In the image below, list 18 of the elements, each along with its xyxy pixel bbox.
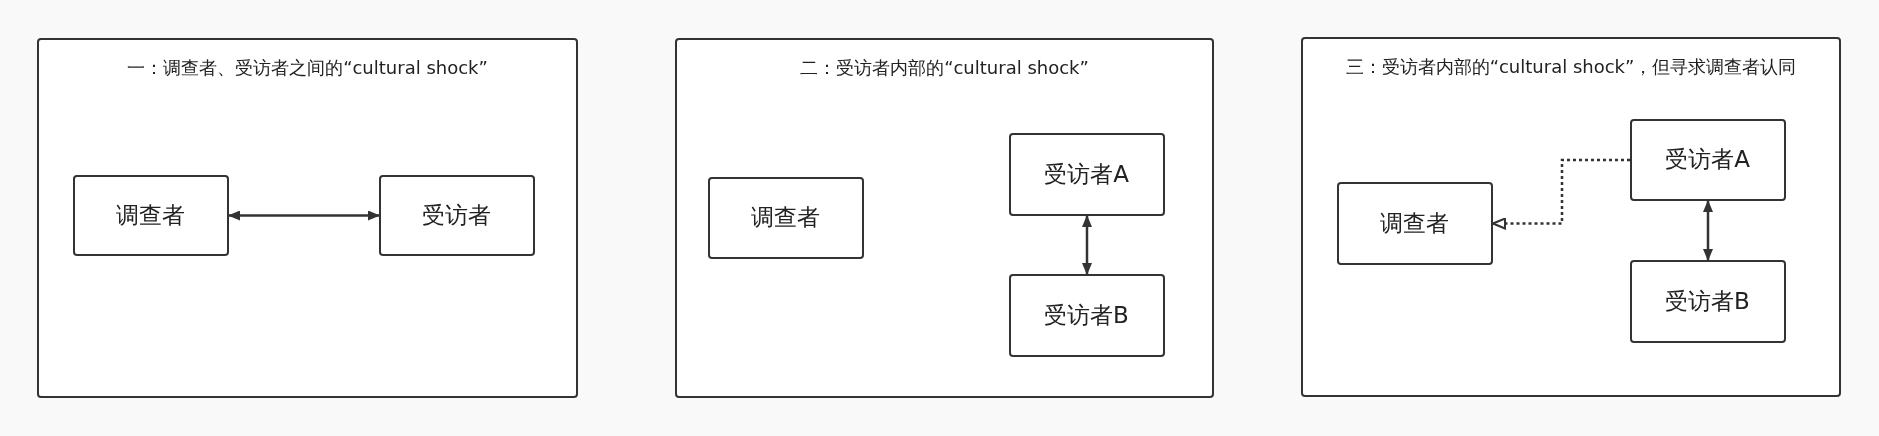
process-box: 受访者B bbox=[1008, 273, 1165, 357]
arrow bbox=[228, 210, 380, 221]
panel-title: 三：受访者内部的“cultural shock”，但寻求调查者认同 bbox=[1344, 55, 1798, 79]
panel-frame bbox=[37, 38, 578, 398]
panel-title: 二：受访者内部的“cultural shock” bbox=[799, 56, 1090, 80]
panel-frame bbox=[675, 38, 1214, 398]
process-box: 调查者 bbox=[707, 176, 864, 259]
panel-title: 一：调查者、受访者之间的“cultural shock” bbox=[126, 56, 489, 80]
arrow bbox=[1492, 158, 1630, 230]
process-box: 受访者A bbox=[1008, 132, 1165, 216]
arrow bbox=[1703, 200, 1713, 261]
process-box: 受访者A bbox=[1629, 118, 1786, 201]
arrow bbox=[1082, 215, 1092, 275]
process-box: 调查者 bbox=[1336, 181, 1493, 265]
process-box: 受访者 bbox=[378, 174, 535, 256]
process-box: 受访者B bbox=[1629, 259, 1786, 343]
process-box: 调查者 bbox=[72, 174, 229, 256]
panel-frame bbox=[1301, 37, 1841, 397]
